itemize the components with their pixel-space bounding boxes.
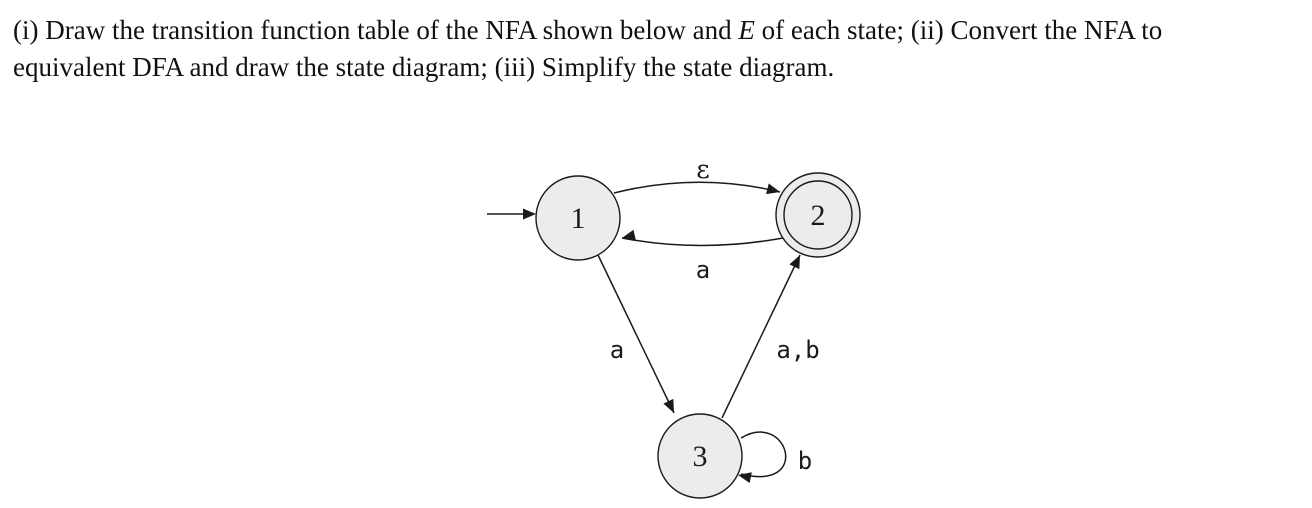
transition-3-to-3-label: b — [798, 447, 812, 475]
transition-1-to-2-label: ε — [696, 155, 709, 185]
transition-3-to-2-label: a,b — [776, 336, 819, 364]
question-variable-e: E — [738, 15, 755, 45]
state-1-label: 1 — [571, 202, 586, 235]
transition-3-to-3-arrowhead — [738, 472, 752, 483]
state-1-circle — [535, 175, 621, 261]
state-2-label: 2 — [811, 199, 826, 232]
transition-1-to-2-edge — [613, 181, 781, 194]
transition-labels: ε a a a,b b — [610, 155, 820, 475]
state-2: 2 — [775, 172, 861, 258]
transition-1-to-2-arrowhead — [766, 183, 780, 195]
state-2-accepting-ring — [783, 180, 853, 250]
transition-2-to-1-edge — [621, 237, 784, 247]
transition-edges — [487, 181, 801, 483]
transition-3-to-2-edge — [721, 254, 801, 419]
transition-3-to-3-edge — [740, 431, 787, 478]
state-3-circle — [657, 413, 743, 499]
transition-1-to-3-label: a — [610, 336, 624, 364]
question-line-1-end: of each state; (ii) Convert the NFA to — [754, 15, 1170, 45]
state-1: 1 — [535, 175, 621, 261]
state-3-label: 3 — [693, 440, 708, 473]
transition-1-to-3-arrowhead — [663, 398, 674, 413]
transition-2-to-1-arrowhead — [622, 229, 636, 241]
transition-2-to-1-label: a — [696, 256, 710, 284]
question-line-1-start: (i) Draw the transition function table o… — [13, 15, 739, 45]
question-line-1: (i) Draw the transition function table o… — [13, 12, 1303, 49]
start-arrowhead — [523, 208, 536, 220]
transition-3-to-2-arrowhead — [789, 255, 800, 270]
transition-1-to-3-edge — [597, 254, 675, 414]
question-text: (i) Draw the transition function table o… — [13, 12, 1303, 86]
state-2-circle — [775, 172, 861, 258]
state-3: 3 — [657, 413, 743, 499]
question-line-2: equivalent DFA and draw the state diagra… — [13, 52, 835, 82]
state-nodes: 1 2 3 — [535, 172, 861, 499]
